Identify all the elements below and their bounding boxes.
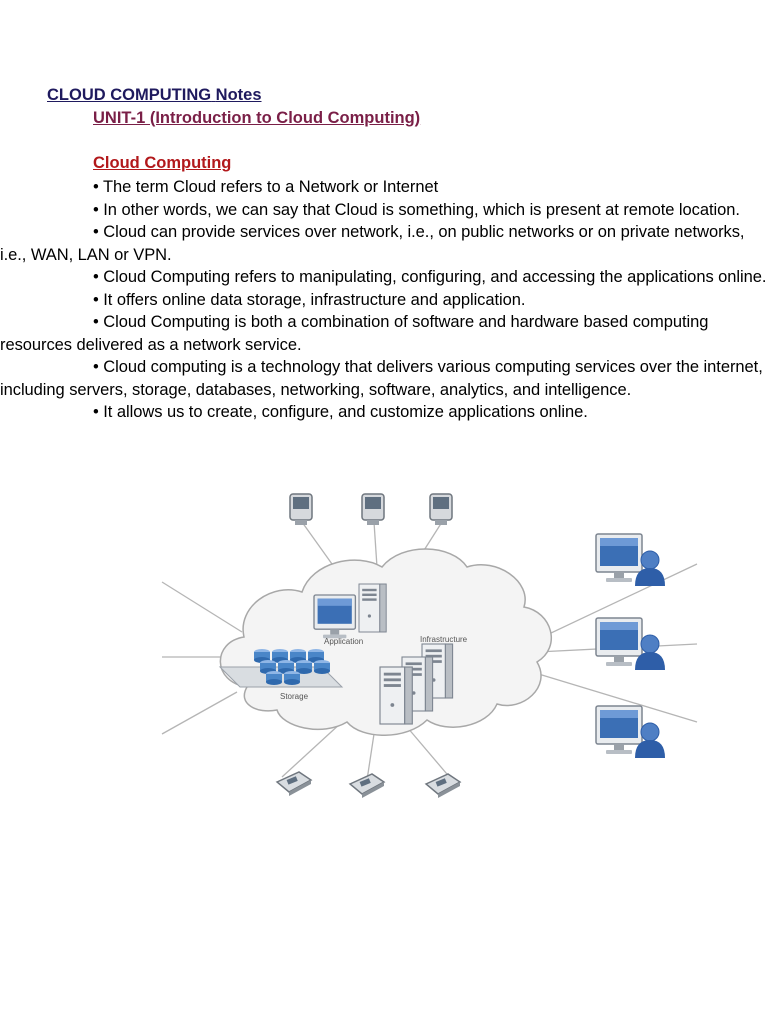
title-suffix: Notes — [215, 86, 262, 104]
bullet-item: • Cloud Computing refers to manipulating… — [93, 268, 767, 286]
user-computer-icon — [595, 705, 666, 759]
bottom-devices — [276, 771, 461, 799]
section-heading: Cloud Computing — [93, 154, 232, 172]
right-user-computers — [595, 533, 666, 759]
bullet-list: • The term Cloud refers to a Network or … — [0, 176, 768, 424]
user-computer-icon — [595, 533, 666, 587]
infrastructure-label: Infrastructure — [420, 635, 468, 644]
top-devices — [289, 493, 453, 526]
bullet-item: • Cloud computing is a technology that d… — [0, 358, 763, 399]
bullet-item: • Cloud Computing is both a combination … — [0, 313, 709, 354]
cloud-computing-diagram: Application Infrastructure — [152, 472, 712, 809]
cloud-shape — [219, 548, 553, 736]
bullet-item: • The term Cloud refers to a Network or … — [93, 178, 439, 196]
unit-heading: UNIT-1 (Introduction to Cloud Computing) — [93, 109, 421, 127]
bullet-item: • Cloud can provide services over networ… — [0, 223, 745, 264]
bullet-item: • It allows us to create, configure, and… — [93, 403, 588, 421]
storage-databases-icon — [218, 649, 344, 688]
title-main: CLOUD COMPUTING — [47, 86, 212, 104]
storage-label: Storage — [280, 692, 309, 701]
connection-lines — [161, 521, 698, 781]
document-title: CLOUD COMPUTING Notes — [47, 86, 262, 105]
bullet-item: • In other words, we can say that Cloud … — [93, 200, 740, 219]
bullet-item: • It offers online data storage, infrast… — [93, 290, 526, 309]
application-label: Application — [324, 637, 363, 646]
user-computer-icon — [595, 617, 666, 671]
